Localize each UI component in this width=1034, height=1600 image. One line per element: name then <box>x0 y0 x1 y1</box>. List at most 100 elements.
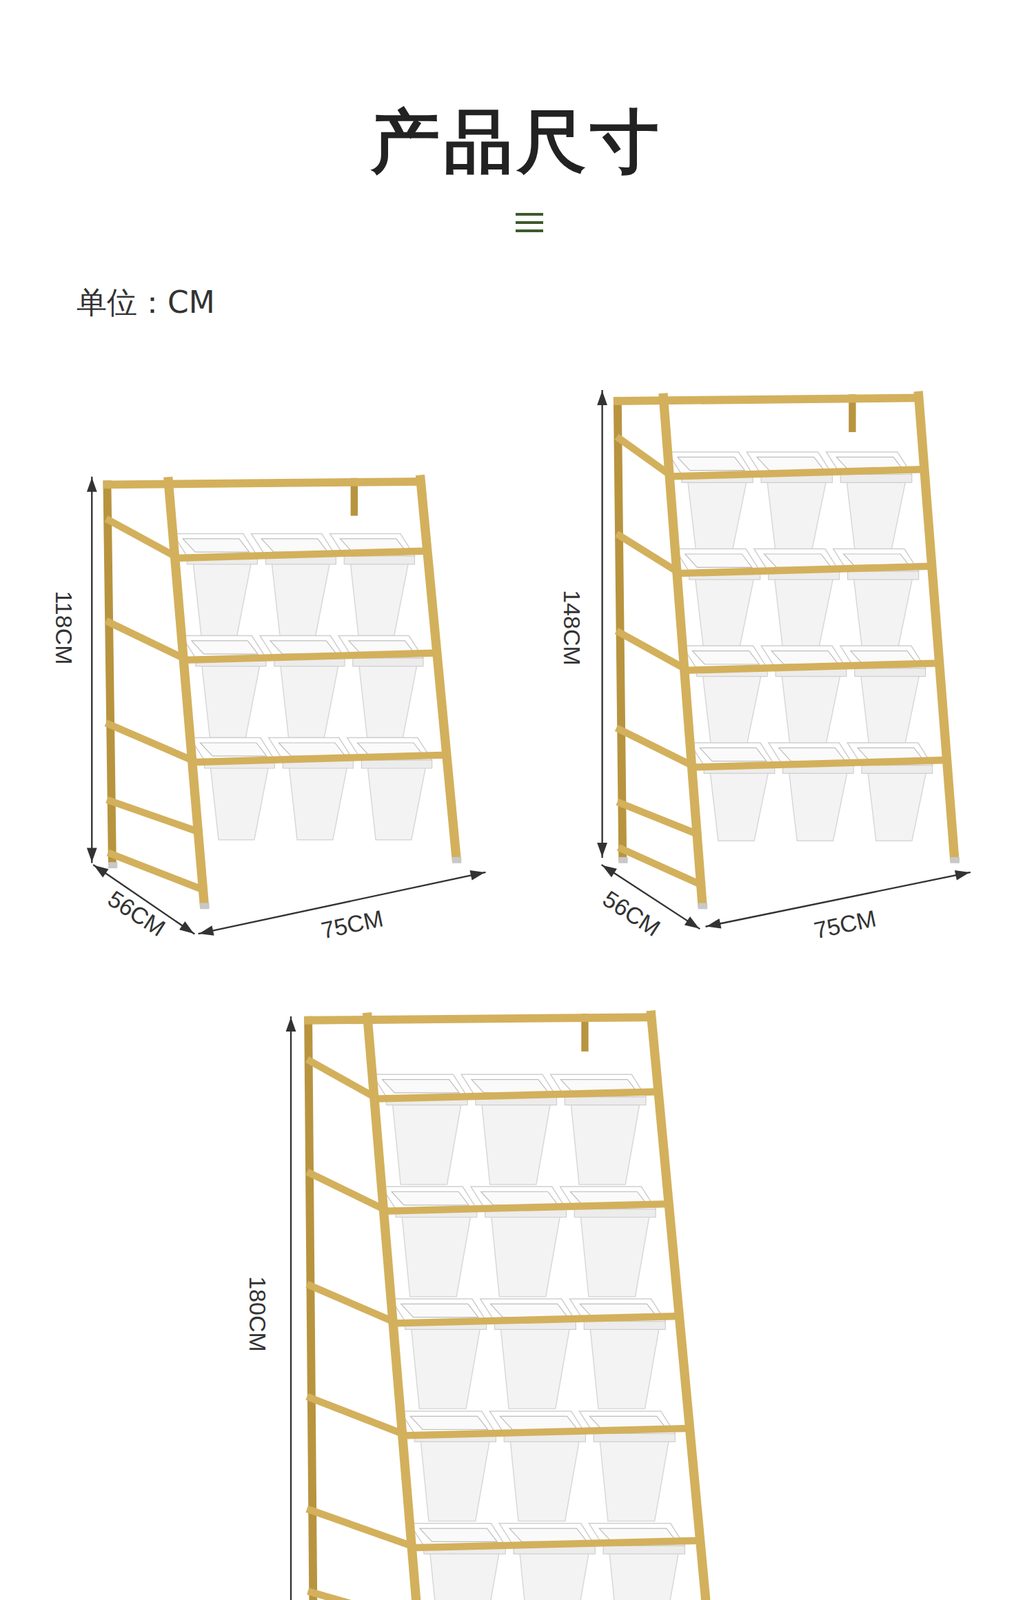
display-shelf <box>308 1015 712 1600</box>
front-rail <box>374 1091 658 1099</box>
bin-body <box>867 771 927 841</box>
foot <box>452 857 462 864</box>
bin-tray-inner <box>410 1416 488 1430</box>
bin-body <box>853 577 912 648</box>
arrowhead <box>199 925 215 937</box>
front-rail <box>392 1316 677 1324</box>
arrowhead <box>954 870 970 881</box>
bin-tray-inner <box>401 1304 479 1318</box>
arrowhead <box>706 918 722 930</box>
bin-body <box>350 562 409 637</box>
front-rail <box>411 1541 697 1549</box>
bin-body <box>580 1215 650 1298</box>
side-rail <box>108 520 175 557</box>
dimension-label: 56CM <box>596 885 666 944</box>
dimension-stroke <box>290 1017 292 1600</box>
bin-body <box>781 674 841 745</box>
bin-tray-inner <box>490 1304 569 1318</box>
bin-tray-inner <box>499 1416 577 1430</box>
bin-body <box>359 664 418 739</box>
side-rail <box>310 1511 412 1547</box>
dimension-label: 180CM <box>244 1274 270 1355</box>
bin-lip <box>352 658 424 667</box>
bin-tray-inner <box>419 1528 498 1543</box>
arrowhead <box>86 477 98 493</box>
bin-tray-inner <box>778 747 846 762</box>
bin-body <box>702 674 762 745</box>
front-rail <box>684 663 938 671</box>
bin-body <box>789 771 848 841</box>
bin-tray-inner <box>771 651 839 665</box>
bin-body <box>271 562 330 637</box>
bin-body <box>401 1215 471 1298</box>
arrowhead <box>179 921 194 935</box>
dimension-line <box>86 477 98 863</box>
side-rail <box>310 1286 393 1323</box>
side-rail <box>311 1593 419 1600</box>
bin-tray-inner <box>182 539 249 553</box>
dimension-stroke <box>601 390 603 858</box>
bin-lip <box>603 1546 685 1555</box>
side-rail <box>620 803 697 835</box>
top-bar <box>308 1017 652 1021</box>
bin-lip <box>343 556 415 565</box>
arrowhead <box>470 870 486 881</box>
dimension-label: 118CM <box>50 588 76 667</box>
bin-lip <box>847 571 919 580</box>
side-rail <box>619 439 670 475</box>
bin-tray-inner <box>481 1192 559 1206</box>
foot <box>199 903 209 910</box>
bin-tray-inner <box>261 539 328 553</box>
bin-body <box>280 664 339 739</box>
bin-body <box>210 766 269 841</box>
bin-tray-inner <box>692 651 760 665</box>
bin-lip <box>564 1097 646 1106</box>
back-leg <box>106 484 112 863</box>
front-rail <box>401 1428 687 1436</box>
front-rail <box>669 469 924 477</box>
arrowhead <box>286 1017 297 1032</box>
bin-body <box>430 1552 500 1600</box>
arrowhead <box>602 865 617 879</box>
bin-body <box>590 1328 660 1410</box>
front-leg <box>420 479 457 858</box>
front-rail <box>174 551 427 559</box>
bin-body <box>500 1328 570 1410</box>
side-rail <box>619 632 685 669</box>
bin-lip <box>593 1434 675 1443</box>
bin-body <box>710 771 769 841</box>
bin-body <box>519 1552 590 1600</box>
bin-tray-inner <box>699 747 767 762</box>
bin-body <box>411 1328 481 1410</box>
bin-body <box>687 480 748 551</box>
bin-tray-inner <box>191 641 258 655</box>
foot <box>698 903 708 910</box>
bin-body <box>774 577 834 648</box>
bin-body <box>193 562 251 637</box>
arrowhead <box>93 865 109 879</box>
bin-body <box>767 480 827 551</box>
bin-body <box>491 1215 561 1298</box>
bin-tray-inner <box>764 554 832 568</box>
bin-tray-inner <box>677 457 746 471</box>
bin-body <box>392 1103 462 1185</box>
bin-lip <box>361 760 432 769</box>
foot <box>618 857 628 864</box>
dimension-label: 75CM <box>809 905 881 946</box>
bin-body <box>570 1103 640 1185</box>
bin-lip <box>861 765 933 775</box>
front-leg <box>651 1015 707 1600</box>
side-rail <box>108 622 184 659</box>
page-title: 产品尺寸 <box>0 96 1034 190</box>
display-shelf <box>106 479 462 910</box>
arrowhead <box>86 848 98 864</box>
front-leg <box>168 481 205 904</box>
front-rail <box>383 1204 668 1212</box>
front-rail <box>192 755 444 763</box>
dimension-label: 75CM <box>317 905 388 946</box>
bin-body <box>846 480 906 551</box>
bin-body <box>420 1440 490 1522</box>
bin-body <box>860 674 920 745</box>
dimension-line <box>596 390 608 858</box>
bin-lip <box>854 668 926 677</box>
